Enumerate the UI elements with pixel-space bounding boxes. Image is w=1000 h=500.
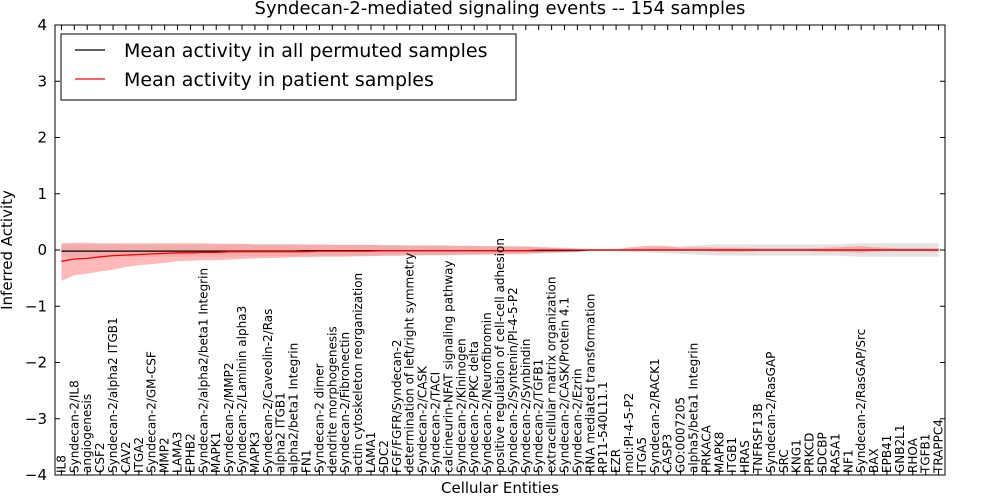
category-label: IL8 <box>54 455 68 473</box>
category-label: SDC2 <box>377 440 391 473</box>
legend-box <box>60 33 517 101</box>
category-label: extracellular matrix organization <box>545 277 559 474</box>
category-label: PRKCD <box>803 433 817 473</box>
category-label: MAPK3 <box>248 432 262 473</box>
category-label: Syndecan-2/CASK/Protein 4.1 <box>558 297 572 473</box>
category-label: Syndecan-2/alpha2 ITGB1 <box>106 317 120 473</box>
category-label: ITGA2 <box>132 437 146 473</box>
category-label: NF1 <box>841 449 855 473</box>
category-label: KNG1 <box>790 439 804 473</box>
category-label: Syndecan-2/Caveolin-2/Ras <box>261 309 275 473</box>
category-label: TNFRSF13B <box>751 403 765 474</box>
category-label: actin cytoskeleton reorganization <box>351 273 365 473</box>
category-label: Syndecan-2/Synbindin <box>519 339 533 473</box>
category-label: CSF2 <box>93 442 107 473</box>
x-axis-ticks <box>60 25 940 475</box>
category-label: Syndecan-2/Fibronectin <box>338 332 352 473</box>
y-tick-label: 4 <box>37 16 47 34</box>
category-label: TGFB1 <box>919 434 933 474</box>
category-label: EZR <box>609 449 623 473</box>
chart-title: Syndecan-2-mediated signaling events -- … <box>255 0 746 19</box>
category-label: Syndecan-2/CASK <box>416 365 430 473</box>
category-label: TRAPPC4 <box>932 419 946 474</box>
category-label: Syndecan-2/RACK1 <box>648 358 662 473</box>
category-label: positive regulation of cell-cell adhesio… <box>493 238 507 473</box>
category-label: Syndecan-2 dimer <box>312 363 326 473</box>
category-label: Syndecan-2/GM-CSF <box>145 351 159 473</box>
category-label: Syndecan-2/PKC delta <box>467 341 481 473</box>
category-label: determination of left/right symmetry <box>403 253 417 473</box>
category-label: HRAS <box>738 440 752 473</box>
category-label: RNA mediated transformation <box>583 294 597 473</box>
category-label: GO:0007205 <box>674 397 688 473</box>
category-label: Syndecan-2/TGFB1 <box>532 359 546 473</box>
category-label: ITGB1 <box>725 437 739 473</box>
category-label: Syndecan-2/RasGAP/Src <box>854 329 868 473</box>
category-label: MAPK8 <box>712 432 726 473</box>
y-tick-label: −3 <box>25 410 47 428</box>
category-label: EPHB2 <box>183 433 197 473</box>
legend-label-patient: Mean activity in patient samples <box>124 69 434 91</box>
category-label: LAMA3 <box>171 432 185 473</box>
category-label: mol:PI-4-5-P2 <box>622 393 636 473</box>
category-label: alpha2/beta1 Integrin <box>287 343 301 473</box>
category-label: Syndecan-2/RasGAP <box>764 352 778 473</box>
category-label: SRC <box>777 449 791 473</box>
category-label: Syndecan-2/Syntenin/PI-4-5-P2 <box>506 287 520 473</box>
category-label: Syndecan-2/Kininogen <box>454 338 468 473</box>
category-label: Syndecan-2/Ezrin <box>570 368 584 473</box>
category-label: Syndecan-2/Neurofibromin <box>480 312 494 473</box>
y-tick-label: −2 <box>25 354 47 372</box>
category-label: Syndecan-2/TACI <box>429 372 443 473</box>
category-label: FN1 <box>300 449 314 473</box>
legend-label-permuted: Mean activity in all permuted samples <box>124 40 487 62</box>
category-label: Syndecan-2/IL8 <box>67 380 81 473</box>
legend: Mean activity in all permuted samples Me… <box>60 33 517 101</box>
x-axis-label: Cellular Entities <box>441 479 559 497</box>
category-label: dendrite morphogenesis <box>325 326 339 473</box>
category-label: LAMA1 <box>364 432 378 473</box>
category-label: PRKACA <box>699 424 713 473</box>
category-label: RHOA <box>906 437 920 473</box>
category-label: alpha5/beta1 Integrin <box>687 343 701 473</box>
category-label: CAV2 <box>119 441 133 473</box>
category-label: MMP2 <box>158 437 172 473</box>
series-lines <box>61 249 939 262</box>
y-tick-label: 0 <box>37 241 47 259</box>
y-axis-ticks: −4 −3 −2 −1 0 1 2 3 4 <box>25 16 945 484</box>
category-label: FGF/FGFR/Syndecan-2 <box>390 340 404 473</box>
category-label: angiogenesis <box>80 394 94 473</box>
category-label: calcineurin-NFAT signaling pathway <box>441 260 455 473</box>
category-label: Syndecan-2/alpha2/beta1 Integrin <box>196 268 210 473</box>
category-label: GNB2L1 <box>893 425 907 473</box>
category-label: RASA1 <box>828 433 842 473</box>
category-label: BAX <box>867 448 881 473</box>
y-tick-label: −1 <box>25 297 47 315</box>
category-label: Syndecan-2/MMP2 <box>222 363 236 473</box>
plot-frame <box>54 24 946 476</box>
category-label: RP11-540L11.1 <box>596 382 610 473</box>
category-label: EPB41 <box>880 435 894 473</box>
category-label: Syndecan-2/Laminin alpha3 <box>235 306 249 473</box>
y-tick-label: 3 <box>37 72 47 90</box>
y-tick-label: 1 <box>37 185 47 203</box>
category-label: alpha2 ITGB1 <box>274 392 288 473</box>
y-tick-label: −4 <box>25 466 47 484</box>
y-tick-label: 2 <box>37 129 47 147</box>
category-label: SDCBP <box>816 432 830 473</box>
y-axis-label: Inferred Activity <box>0 190 16 310</box>
category-label: CASP3 <box>661 434 675 473</box>
category-labels: IL8Syndecan-2/IL8angiogenesisCSF2Syndeca… <box>54 238 945 474</box>
category-label: ITGA5 <box>635 437 649 473</box>
category-label: MAPK1 <box>209 432 223 473</box>
line-patient-samples <box>61 249 939 262</box>
